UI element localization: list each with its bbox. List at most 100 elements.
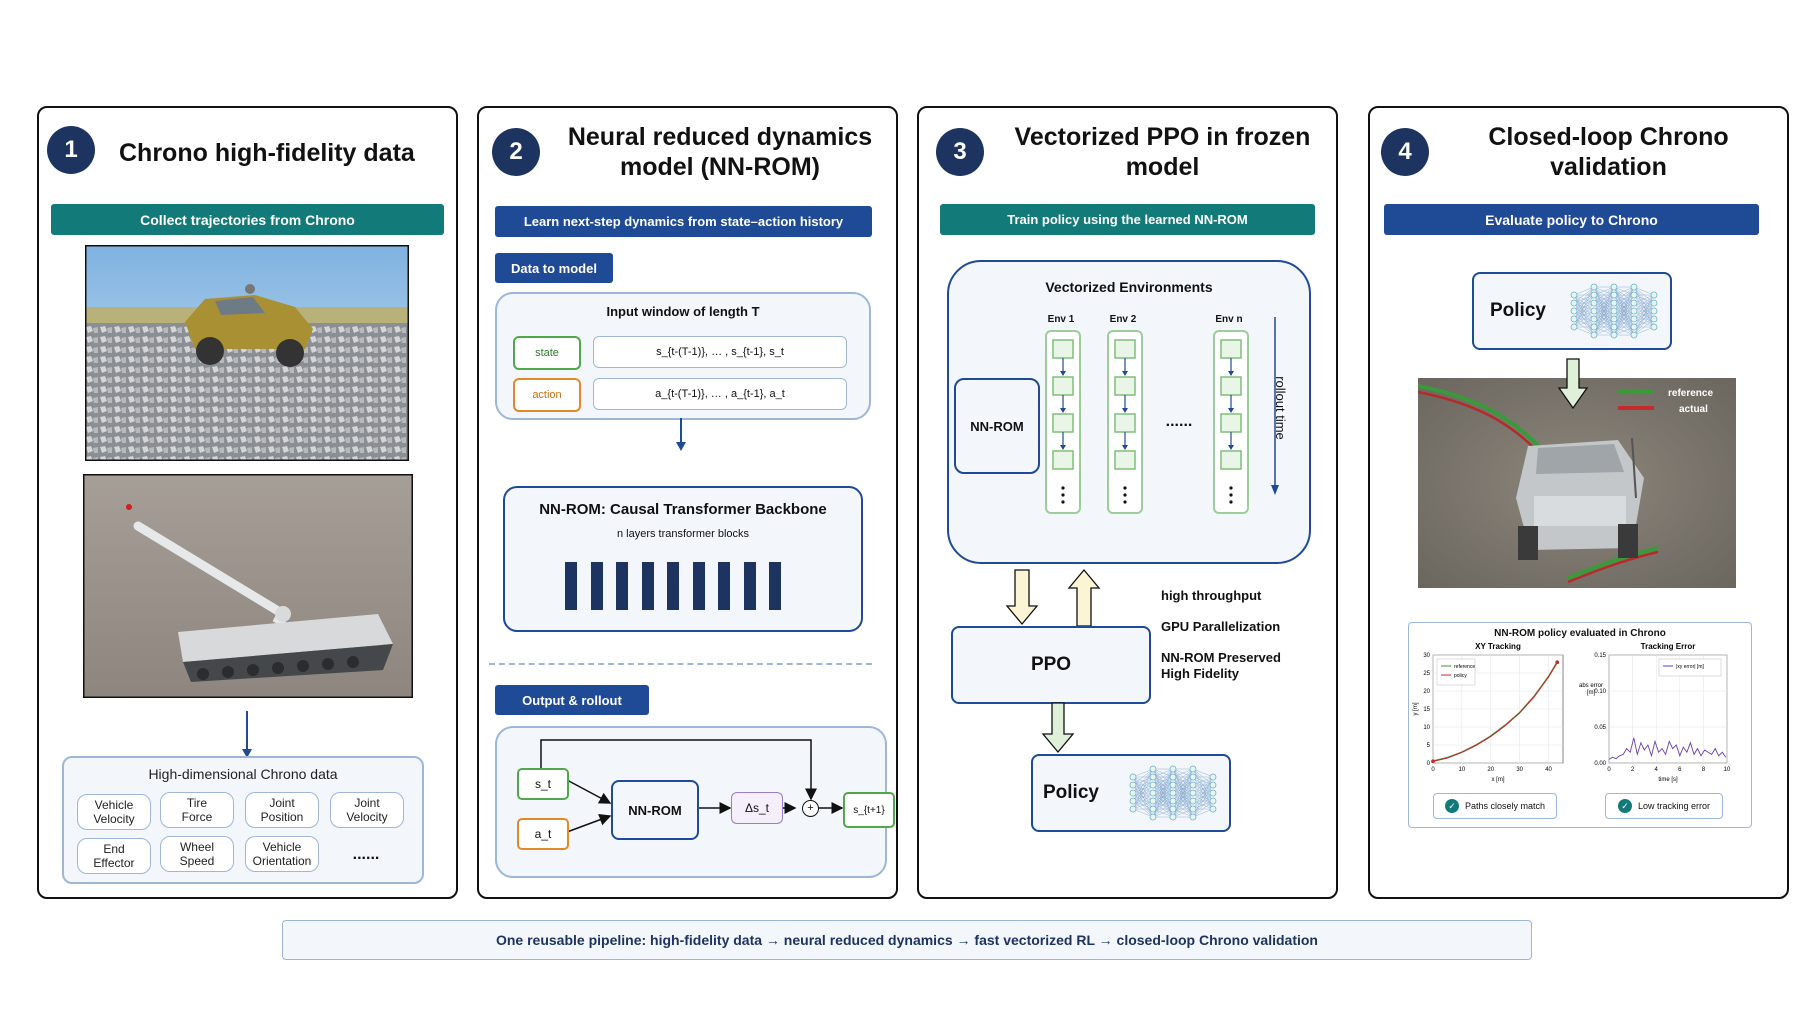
start-point: [1431, 759, 1435, 763]
action-label: action: [513, 378, 581, 412]
x-tick-label: 20: [1487, 767, 1494, 773]
rollout-box: s_t a_t NN-ROM Δs_t + s_{t+1}: [495, 726, 895, 878]
panel-banner-3: Train policy using the learned NN-ROM: [940, 204, 1315, 235]
chip-joint-velocity: Joint Velocity: [330, 792, 404, 828]
transformer-block: [769, 562, 781, 610]
input-window-box: Input window of length T state s_{t-(T-1…: [495, 292, 871, 420]
y-axis-label: abs error: [1579, 683, 1603, 689]
legend-label: |xy error| [m]: [1676, 664, 1704, 670]
chart-title: XY Tracking: [1475, 642, 1521, 651]
transformer-block: [667, 562, 679, 610]
panel-banner-1: Collect trajectories from Chrono: [51, 204, 444, 235]
state-sequence: s_{t-(T-1)}, … , s_{t-1}, s_t: [593, 336, 847, 368]
panel-vectorized-ppo: 3 Vectorized PPO in frozen model Train p…: [917, 106, 1338, 899]
chart-title: Tracking Error: [1641, 642, 1696, 651]
robot-arm-image: [83, 474, 413, 698]
x-tick-label: 40: [1545, 767, 1552, 773]
y-tick-label: 5: [1427, 743, 1431, 749]
transformer-blocks: [565, 562, 805, 610]
rollout-arrows: [540, 739, 844, 833]
step-number-4: 4: [1381, 128, 1429, 176]
plus-node: +: [802, 800, 819, 817]
env-step: [1114, 413, 1136, 433]
policy-arrow: [1041, 702, 1075, 754]
humvee-shape: [1516, 437, 1644, 560]
env-column: [1213, 330, 1249, 514]
env-column: [1107, 330, 1143, 514]
panel-banner-4: Evaluate policy to Chrono: [1384, 204, 1759, 235]
delta-node: Δs_t: [731, 792, 783, 824]
y-tick-label: 0.10: [1594, 689, 1606, 695]
rollout-time-arrow: [1271, 317, 1279, 495]
x-tick-label: 10: [1459, 767, 1466, 773]
panel-title-3: Vectorized PPO in frozen model: [1014, 123, 1311, 181]
policy-label-4: Policy: [1490, 300, 1546, 321]
panel-title-1: Chrono high-fidelity data: [119, 139, 415, 167]
y-axis-label: y [m]: [1413, 702, 1419, 715]
env-step: [1052, 376, 1074, 396]
rollout-time-label: rollout time: [1273, 376, 1288, 440]
step-number-3: 3: [936, 128, 984, 176]
panel-banner-2: Learn next-step dynamics from state–acti…: [495, 206, 872, 237]
feature-high-throughput: high throughput: [1161, 588, 1262, 603]
env-step: [1220, 413, 1242, 433]
validation-render-image: reference actual: [1418, 378, 1736, 588]
y-tick-label: 0.15: [1594, 653, 1606, 659]
env-step: [1052, 413, 1074, 433]
x-tick-label: 6: [1678, 767, 1682, 773]
panel-nn-rom: 2 Neural reduced dynamics model (NN-ROM)…: [477, 106, 898, 899]
step-number-2: 2: [492, 128, 540, 176]
divider: [489, 663, 872, 665]
env-column: [1045, 330, 1081, 514]
env-step: [1114, 376, 1136, 396]
chip-joint-position: Joint Position: [245, 792, 319, 828]
policy-box-4: Policy: [1472, 272, 1672, 350]
y-tick-label: 0.05: [1594, 725, 1606, 731]
series-line: [1432, 661, 1558, 762]
y-tick-label: 10: [1423, 725, 1430, 731]
data-to-model-tag: Data to model: [495, 253, 613, 283]
policy-label-3: Policy: [1043, 782, 1099, 803]
feature-fidelity: NN-ROM Preserved High Fidelity: [1161, 650, 1281, 681]
legend-label: policy: [1454, 673, 1467, 679]
ppo-box: PPO: [951, 626, 1151, 704]
env-step: [1052, 339, 1074, 359]
state-label: state: [513, 336, 581, 370]
series-line: [1608, 737, 1727, 760]
check-icon: ✓: [1444, 799, 1459, 813]
ppo-arrows: [1005, 568, 1101, 627]
st-node: s_t: [517, 768, 569, 800]
results-card: NN-ROM policy evaluated in Chrono XY Tra…: [1408, 622, 1752, 828]
x-tick-label: 0: [1431, 767, 1435, 773]
env-steps: [1220, 339, 1242, 504]
y-tick-label: 0: [1427, 761, 1431, 767]
pipeline-summary: One reusable pipeline: high-fidelity dat…: [282, 920, 1532, 960]
end-point: [1555, 660, 1560, 664]
backbone-subtitle: n layers transformer blocks: [616, 528, 750, 540]
vectorized-envs-title: Vectorized Environments: [1045, 279, 1213, 295]
feature-gpu: GPU Parallelization: [1161, 619, 1281, 634]
transformer-block: [590, 562, 603, 610]
panel-title-4: Closed-loop Chrono validation: [1488, 123, 1729, 181]
panel-title-2: Neural reduced dynamics model (NN-ROM): [567, 123, 873, 181]
input-window-title: Input window of length T: [606, 304, 760, 319]
transformer-block: [718, 562, 730, 610]
step-number-1: 1: [47, 126, 95, 174]
legend-label: reference: [1454, 664, 1475, 670]
chip-more: ......: [352, 846, 380, 863]
nn-rom-node: NN-ROM: [611, 780, 699, 840]
vehicle-shape: [185, 284, 313, 367]
transformer-block: [616, 562, 628, 610]
vehicle-terrain-image: [85, 245, 409, 461]
chart-legend: [1658, 658, 1722, 677]
chip-vehicle-velocity: Vehicle Velocity: [77, 794, 151, 830]
chip-vehicle-orientation: Vehicle Orientation: [245, 836, 319, 872]
badge-paths: ✓ Paths closely match: [1433, 793, 1557, 819]
transformer-block: [565, 562, 577, 610]
badge-error: ✓ Low tracking error: [1605, 793, 1723, 819]
chip-end-effector: End Effector: [77, 838, 151, 874]
env-step: [1114, 450, 1136, 470]
y-tick-label: 20: [1423, 689, 1430, 695]
